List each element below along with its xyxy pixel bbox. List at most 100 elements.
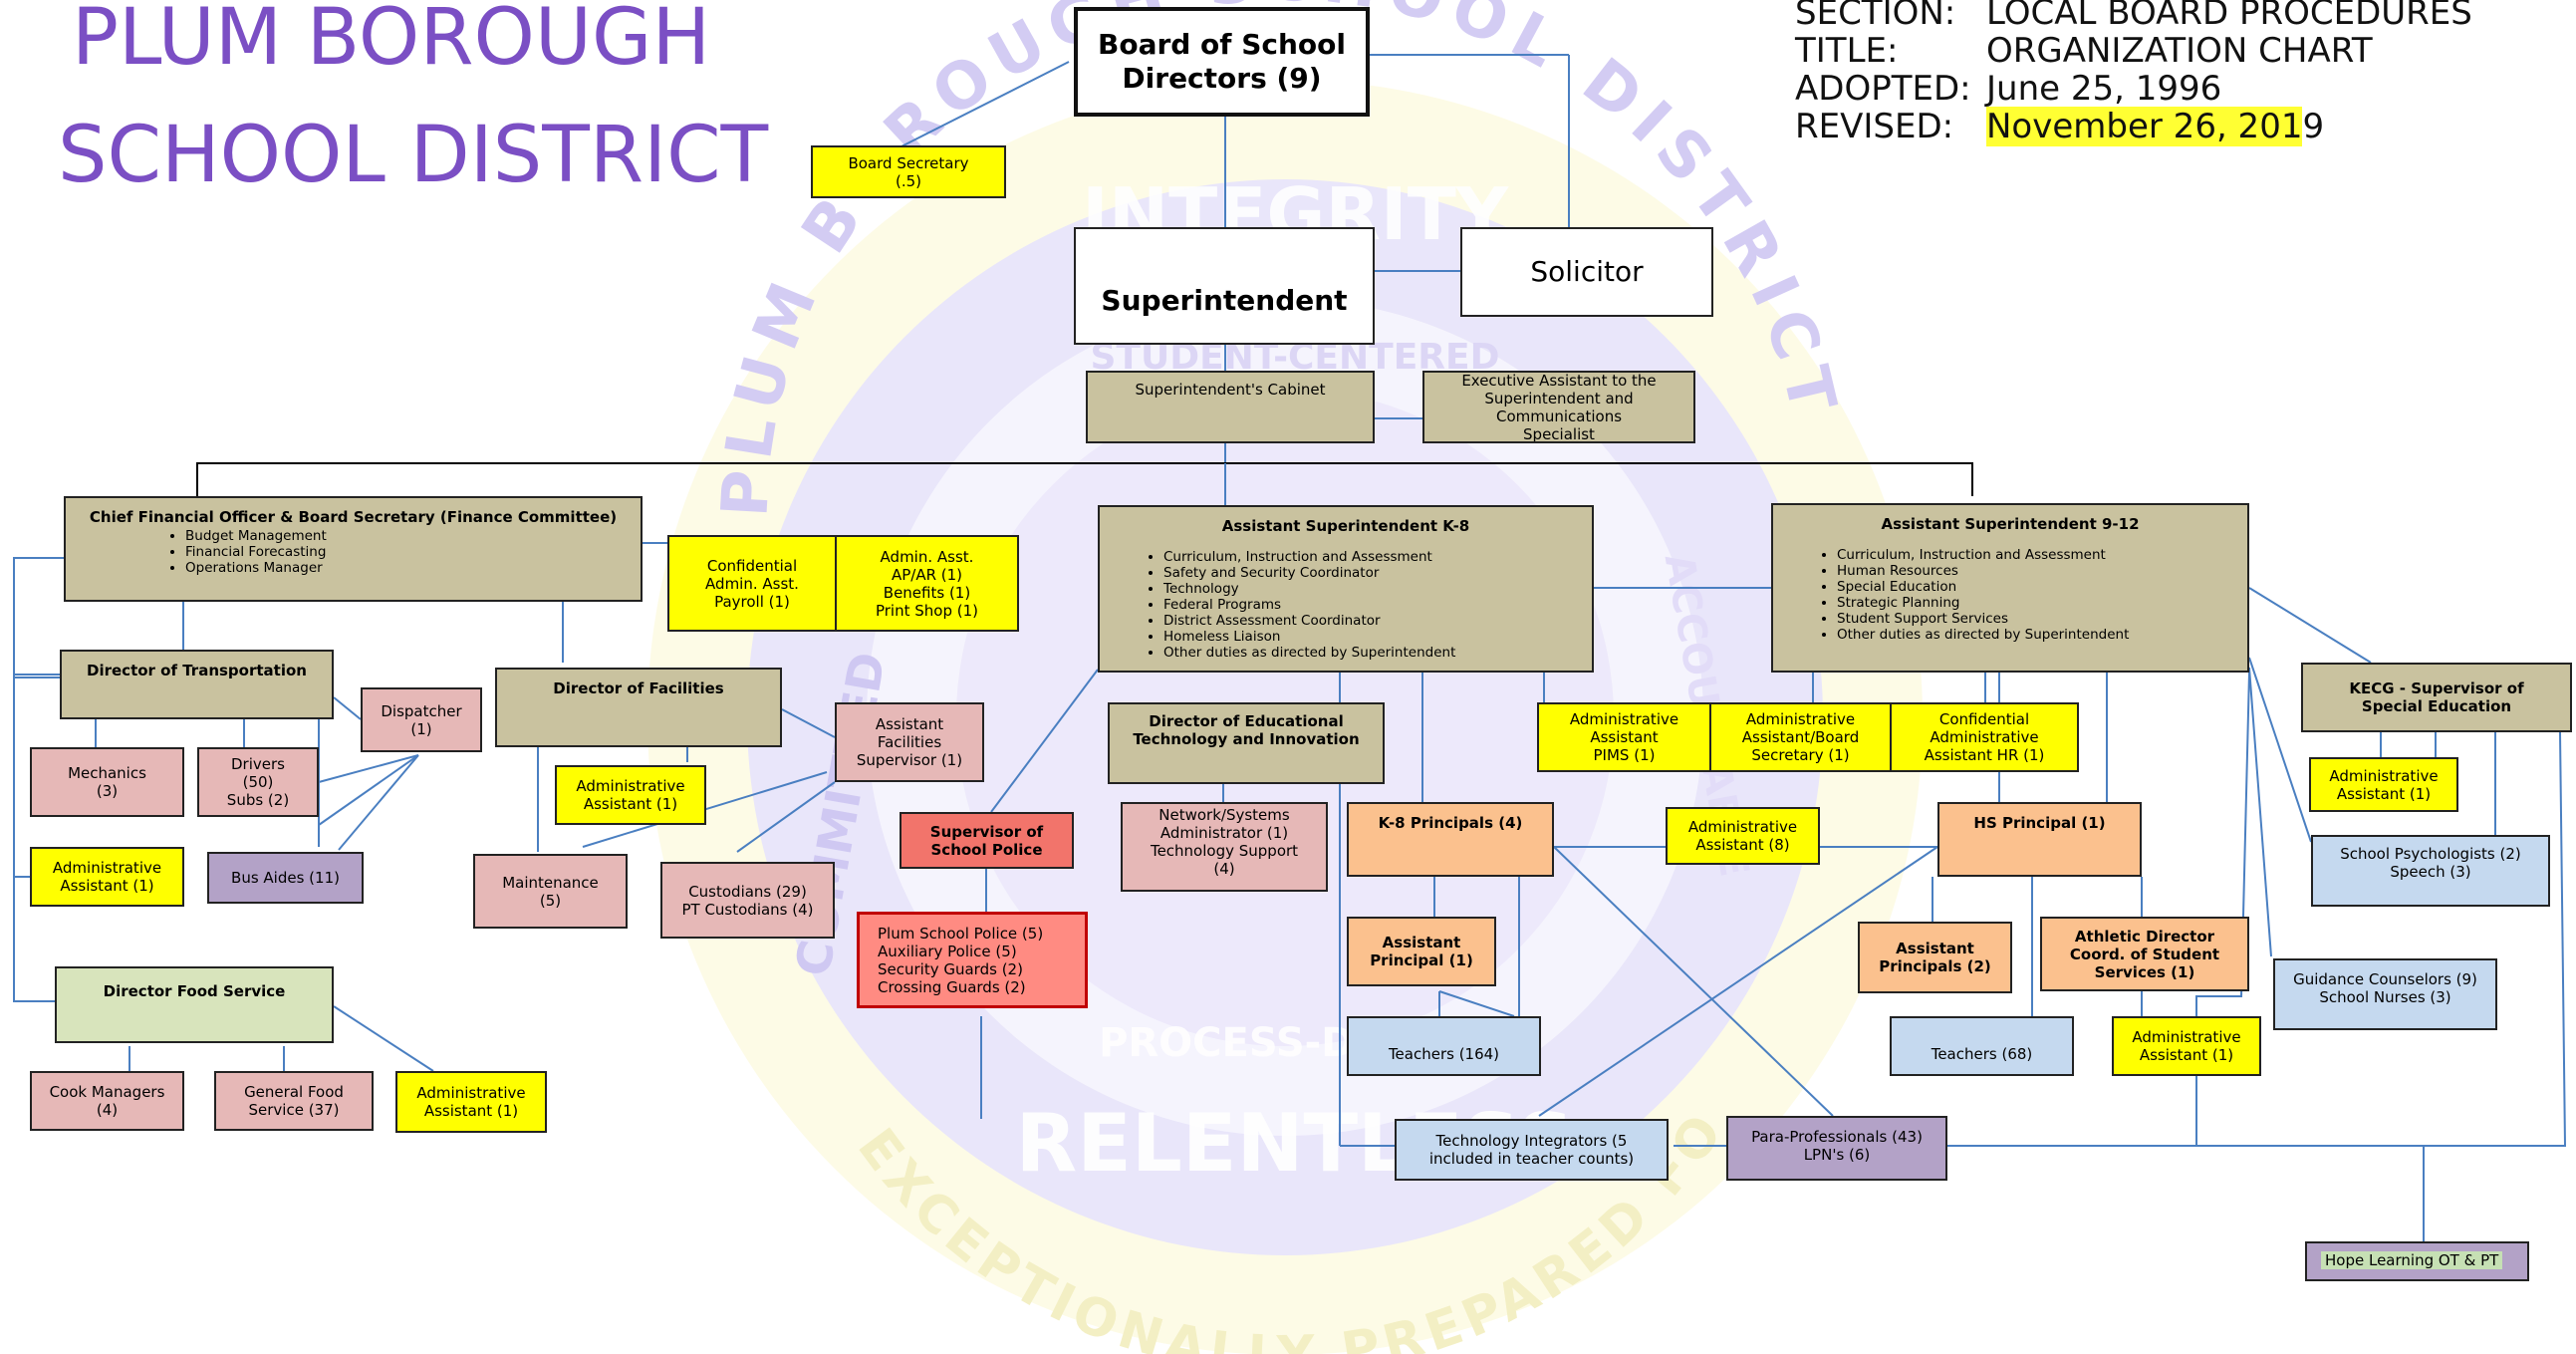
k8-principals-label: K-8 Principals (4) (1378, 814, 1523, 832)
asst-principal-line1: Assistant (1382, 934, 1461, 951)
asst-k8-item: District Assessment Coordinator (1163, 613, 1588, 629)
admin-ap-line1: Admin. Asst. (880, 547, 974, 566)
tech-int-line2: included in teacher counts) (1428, 1150, 1635, 1168)
pims-line3: PIMS (1) (1593, 746, 1656, 764)
police-line1: Plum School Police (5) (878, 924, 1044, 943)
paras-line1: Para-Professionals (43) (1751, 1128, 1923, 1146)
asst-supt-k8-box: Assistant Superintendent K-8 Curriculum,… (1098, 505, 1594, 673)
admin-ap-line4: Print Shop (1) (875, 601, 978, 620)
teachers-68-label: Teachers (68) (1931, 1045, 2033, 1063)
bus-aides-box: Bus Aides (11) (207, 852, 364, 904)
asst-912-item: Curriculum, Instruction and Assessment (1837, 547, 2243, 563)
athletic-line2: Coord. of Student (2069, 945, 2220, 963)
admin-asst-ap-box: Admin. Asst. AP/AR (1) Benefits (1) Prin… (835, 535, 1019, 632)
board-line2: Directors (9) (1122, 62, 1322, 95)
paras-line2: LPN's (6) (1803, 1146, 1871, 1164)
asst-912-item: Other duties as directed by Superintende… (1837, 627, 2243, 643)
director-food-service-box: Director Food Service (55, 966, 334, 1043)
cfo-box: Chief Financial Officer & Board Secretar… (64, 496, 643, 602)
asst-principals-line2: Principals (2) (1879, 957, 1991, 975)
asst-912-item: Special Education (1837, 579, 2243, 595)
admin-pims-box: Administrative Assistant PIMS (1) (1537, 702, 1711, 772)
teachers-164-label: Teachers (164) (1388, 1045, 1500, 1063)
network-line3: Technology Support (1150, 842, 1299, 860)
meta-title: TITLE:ORGANIZATION CHART (1795, 32, 2373, 70)
supervisor-school-police-box: Supervisor of School Police (900, 812, 1074, 869)
exec-asst-line1: Executive Assistant to the (1461, 371, 1657, 390)
meta-section: SECTION:LOCAL BOARD PROCEDURES (1795, 0, 2472, 32)
admin-transport-line2: Assistant (1) (60, 877, 154, 895)
dir-food-label: Director Food Service (103, 982, 286, 1000)
admin-kecg-line2: Assistant (1) (2336, 784, 2432, 803)
meta-section-value: LOCAL BOARD PROCEDURES (1986, 0, 2472, 33)
guidance-line2: School Nurses (3) (2319, 988, 2451, 1006)
asst-fac-line1: Assistant (875, 715, 944, 733)
confidential-hr-box: Confidential Administrative Assistant HR… (1890, 702, 2079, 772)
kecg-line1: KECG - Supervisor of (2349, 679, 2524, 697)
admin-transport-box: Administrative Assistant (1) (30, 847, 184, 907)
athletic-line1: Athletic Director (2074, 927, 2215, 946)
assistant-principals-box: Assistant Principals (2) (1858, 922, 2012, 993)
conf-admin-line1: Confidential (706, 556, 798, 575)
admin-bs-line1: Administrative (1745, 710, 1856, 728)
asst-k8-item: Technology (1163, 581, 1588, 597)
athletic-director-box: Athletic Director Coord. of Student Serv… (2040, 917, 2249, 991)
dispatcher-line2: (1) (410, 719, 432, 738)
superintendent-box: Superintendent (1074, 227, 1375, 345)
asst-k8-item: Other duties as directed by Superintende… (1163, 645, 1588, 661)
asst-principals-line1: Assistant (1896, 940, 1974, 957)
psych-line1: School Psychologists (2) (2340, 845, 2521, 863)
conf-admin-line2: Admin. Asst. (705, 574, 799, 593)
exec-asst-line2: Superintendent and Communications (1484, 389, 1634, 425)
admin-food-line2: Assistant (1) (423, 1102, 519, 1120)
general-food-service-box: General Food Service (37) (214, 1071, 374, 1131)
dir-facilities-label: Director of Facilities (553, 679, 724, 697)
school-police-box: Plum School Police (5) Auxiliary Police … (857, 912, 1088, 1008)
conf-hr-line1: Confidential (1938, 710, 2030, 728)
cabinet-label: Superintendent's Cabinet (1135, 381, 1326, 399)
admin-athletic-line2: Assistant (1) (2139, 1046, 2234, 1064)
district-title-line2: SCHOOL DISTRICT (58, 111, 769, 200)
admin-board-secretary-box: Administrative Assistant/Board Secretary… (1709, 702, 1892, 772)
k8-principals-box: K-8 Principals (4) (1347, 802, 1554, 877)
technology-integrators-box: Technology Integrators (5 included in te… (1395, 1119, 1669, 1181)
guidance-counselors-box: Guidance Counselors (9) School Nurses (3… (2273, 958, 2497, 1030)
network-line1: Network/Systems (1159, 806, 1290, 824)
cabinet-box: Superintendent's Cabinet (1086, 371, 1375, 443)
mechanics-line1: Mechanics (68, 764, 146, 782)
bus-aides-label: Bus Aides (11) (231, 869, 340, 887)
sup-police-line2: School Police (930, 840, 1043, 859)
sup-police-line1: Supervisor of (929, 822, 1044, 841)
cook-managers-box: Cook Managers (4) (30, 1071, 184, 1131)
dispatcher-box: Dispatcher (1) (361, 687, 482, 752)
admin-kecg-box: Administrative Assistant (1) (2309, 757, 2458, 812)
board-secretary-line2: (.5) (895, 171, 921, 190)
cfo-title: Chief Financial Officer & Board Secretar… (89, 508, 618, 526)
asst-fac-line2: Facilities (877, 733, 942, 751)
asst-k8-item: Curriculum, Instruction and Assessment (1163, 549, 1588, 565)
admin-asst-8-box: Administrative Assistant (8) (1666, 807, 1820, 865)
general-food-line1: General Food (244, 1083, 344, 1101)
meta-title-value: ORGANIZATION CHART (1986, 31, 2373, 71)
admin-fac-line1: Administrative (576, 777, 685, 795)
superintendent-label: Superintendent (1101, 284, 1348, 317)
admin-ap-line3: Benefits (1) (883, 583, 971, 602)
mechanics-box: Mechanics (3) (30, 747, 184, 817)
cook-line2: (4) (96, 1101, 119, 1119)
dir-transport-label: Director of Transportation (87, 662, 307, 679)
cfo-item: Budget Management (185, 528, 637, 544)
network-systems-box: Network/Systems Administrator (1) Techno… (1121, 802, 1328, 892)
asst-fac-line3: Supervisor (1) (856, 751, 963, 769)
director-edtech-box: Director of Educational Technology and I… (1108, 702, 1385, 784)
meta-adopted-value: June 25, 1996 (1986, 69, 2222, 109)
admin-athletic-line1: Administrative (2132, 1028, 2241, 1046)
confidential-admin-payroll-box: Confidential Admin. Asst. Payroll (1) (667, 535, 837, 632)
hope-label: Hope Learning OT & PT (2321, 1251, 2503, 1269)
police-line2: Auxiliary Police (5) (878, 942, 1017, 960)
asst-k8-title: Assistant Superintendent K-8 (1221, 517, 1470, 535)
police-line3: Security Guards (2) (878, 959, 1023, 978)
hs-principal-label: HS Principal (1) (1973, 814, 2106, 832)
school-psychologists-box: School Psychologists (2) Speech (3) (2311, 835, 2550, 907)
director-facilities-box: Director of Facilities (495, 668, 782, 747)
maintenance-line1: Maintenance (502, 873, 599, 892)
